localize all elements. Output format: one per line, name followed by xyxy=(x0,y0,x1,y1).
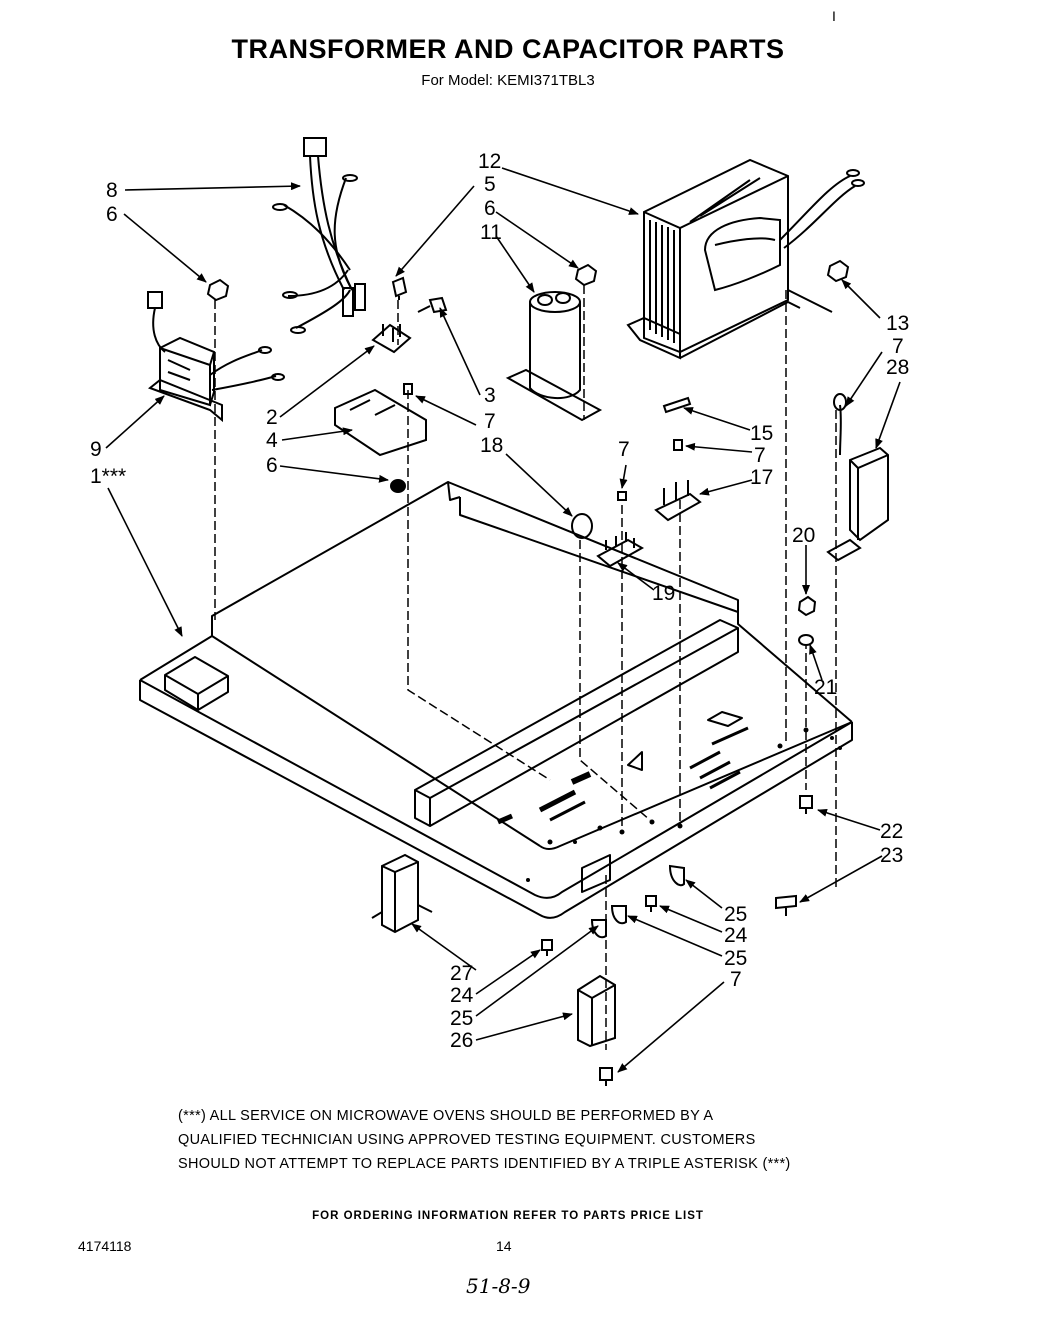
callout-13: 13 xyxy=(886,312,909,335)
callout-28: 28 xyxy=(886,356,909,379)
callout-25: 25 xyxy=(724,947,747,970)
callout-25: 25 xyxy=(450,1007,473,1030)
handwritten-note: 51-8-9 xyxy=(466,1274,531,1298)
capacitor xyxy=(505,291,603,422)
callout-8: 8 xyxy=(106,179,118,202)
diode-and-fuse-parts xyxy=(571,396,702,568)
leader-lines xyxy=(105,167,901,1073)
callout-labels: 8 6 9 1*** 2 4 6 5 6 11 12 3 7 18 13 7 2… xyxy=(90,150,909,1052)
callout-7: 7 xyxy=(754,444,766,467)
callout-27: 27 xyxy=(450,962,473,985)
base-plate xyxy=(139,481,853,919)
thermal-cutout xyxy=(826,393,889,562)
small-transformer xyxy=(147,291,285,423)
switch-assembly xyxy=(334,276,448,493)
page-number: 14 xyxy=(496,1238,512,1254)
model-subtitle: For Model: KEMI371TBL3 xyxy=(421,72,595,89)
service-note-line: (***) ALL SERVICE ON MICROWAVE OVENS SHO… xyxy=(178,1108,714,1124)
screws-and-feet xyxy=(541,795,813,1086)
callout-5: 5 xyxy=(484,173,496,196)
callout-7: 7 xyxy=(618,438,630,461)
callout-3: 3 xyxy=(484,384,496,407)
service-note-line: QUALIFIED TECHNICIAN USING APPROVED TEST… xyxy=(178,1132,756,1148)
leg-brackets xyxy=(371,853,616,1048)
callout-7: 7 xyxy=(484,410,496,433)
callout-1: 1*** xyxy=(90,465,126,488)
service-note: (***) ALL SERVICE ON MICROWAVE OVENS SHO… xyxy=(178,1104,838,1176)
callout-15: 15 xyxy=(750,422,773,445)
callout-26: 26 xyxy=(450,1029,473,1052)
callout-9: 9 xyxy=(90,438,102,461)
callout-22: 22 xyxy=(880,820,903,843)
callout-6: 6 xyxy=(266,454,278,477)
corner-mark: I xyxy=(832,8,836,24)
base-holes xyxy=(526,727,842,882)
callout-12: 12 xyxy=(478,150,501,173)
service-note-line: SHOULD NOT ATTEMPT TO REPLACE PARTS IDEN… xyxy=(178,1156,791,1172)
callout-11: 11 xyxy=(480,221,502,244)
callout-7: 7 xyxy=(730,968,742,991)
callout-24: 24 xyxy=(724,924,748,947)
callout-4: 4 xyxy=(266,429,278,452)
callout-21: 21 xyxy=(814,676,837,699)
callout-24: 24 xyxy=(450,984,474,1007)
ordering-info: FOR ORDERING INFORMATION REFER TO PARTS … xyxy=(312,1210,704,1222)
wire-harness xyxy=(272,137,366,334)
callout-19: 19 xyxy=(652,582,675,605)
callout-18: 18 xyxy=(480,434,503,457)
callout-20: 20 xyxy=(792,524,815,547)
callout-6: 6 xyxy=(484,197,496,220)
callout-6: 6 xyxy=(106,203,118,226)
hv-transformer xyxy=(626,158,865,360)
page-title: TRANSFORMER AND CAPACITOR PARTS xyxy=(231,34,785,64)
callout-23: 23 xyxy=(880,844,903,867)
callout-2: 2 xyxy=(266,406,278,429)
callout-7: 7 xyxy=(892,335,904,358)
nuts xyxy=(206,259,850,646)
callout-17: 17 xyxy=(750,466,773,489)
document-number: 4174118 xyxy=(78,1238,132,1254)
callout-25: 25 xyxy=(724,903,747,926)
